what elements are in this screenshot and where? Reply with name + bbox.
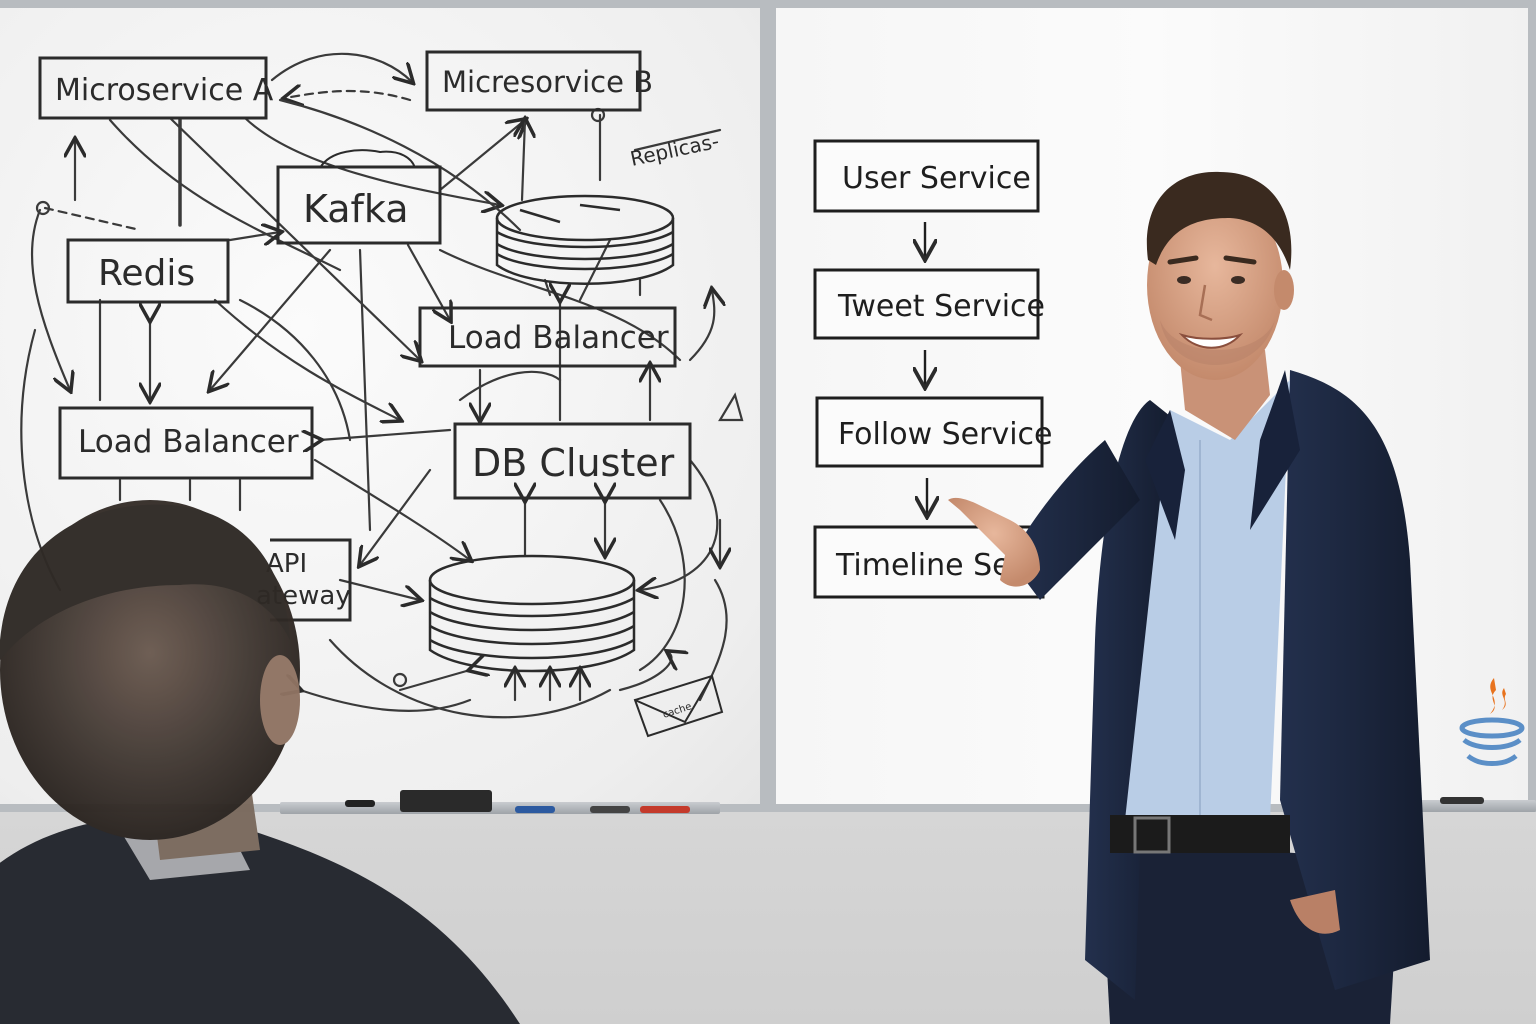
label-tweet-service: Tweet Service	[837, 289, 1045, 324]
label-replicas: Replicas-	[628, 129, 721, 171]
box-user-service	[813, 139, 1040, 213]
connection-lines	[20, 52, 744, 719]
box-load-balancer-top	[418, 306, 677, 368]
label-load-balancer-left: Load Balancer	[78, 424, 299, 460]
box-microservice-b	[425, 50, 642, 112]
label-load-balancer-top: Load Balancer	[448, 320, 669, 356]
marker-right	[1440, 797, 1484, 804]
label-timeline-service: Timeline Se	[835, 548, 1011, 583]
marker-red	[640, 806, 690, 813]
flow-arrows	[925, 222, 927, 515]
box-microservice-a	[38, 56, 268, 120]
box-db-cluster	[453, 422, 692, 500]
label-user-service: User Service	[842, 161, 1031, 196]
eraser	[400, 790, 492, 812]
marker-blue	[515, 806, 555, 813]
box-api-gateway	[270, 538, 352, 622]
box-follow-service	[815, 396, 1044, 468]
presenter	[948, 171, 1430, 1024]
box-kafka	[276, 165, 442, 245]
left-diagram-boxes	[38, 50, 692, 622]
marker-black	[345, 800, 375, 807]
box-load-balancer-left	[58, 406, 314, 480]
label-microservice-a: Microservice A	[55, 73, 274, 108]
java-cup-icon	[1459, 678, 1525, 766]
audience-member	[0, 500, 520, 1024]
label-kafka: Kafka	[303, 187, 409, 231]
db-cylinder-top	[495, 194, 675, 285]
box-tweet-service	[813, 268, 1040, 340]
db-cylinder-bottom	[428, 554, 636, 673]
label-db-cluster: DB Cluster	[472, 441, 675, 485]
marker-grey	[590, 806, 630, 813]
label-microservice-b: Micresorvice B	[442, 65, 653, 99]
envelope-icon	[633, 674, 724, 738]
box-redis	[66, 238, 230, 304]
label-redis: Redis	[98, 253, 195, 294]
label-follow-service: Follow Service	[838, 417, 1053, 452]
